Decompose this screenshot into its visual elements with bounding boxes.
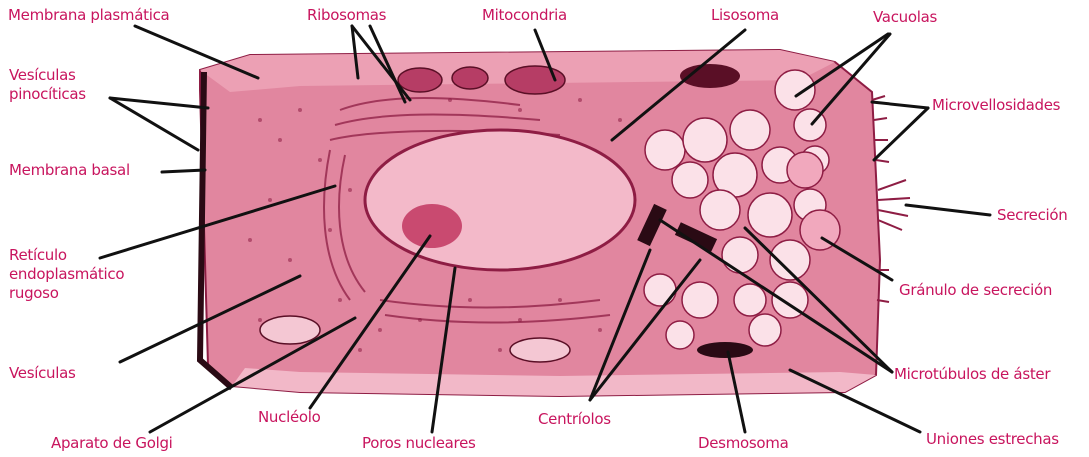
label-reticulo-line3: rugoso bbox=[9, 284, 159, 303]
label-desmosoma: Desmosoma bbox=[698, 434, 788, 453]
label-ribosomas: Ribosomas bbox=[307, 6, 386, 25]
line-microvellosidades-1 bbox=[872, 102, 928, 108]
line-membrana-plasmatica bbox=[135, 26, 258, 78]
label-secrecion: Secreción bbox=[997, 206, 1067, 225]
label-poros-nucleares: Poros nucleares bbox=[362, 434, 476, 453]
label-reticulo: Retículo endoplasmático rugoso bbox=[9, 246, 159, 303]
nuclear-envelope bbox=[365, 130, 635, 270]
label-microtubulos-aster: Microtúbulos de áster bbox=[894, 365, 1050, 384]
label-vesiculas-pinociticas: Vesículas pinocíticas bbox=[9, 66, 119, 104]
nucleus bbox=[365, 130, 635, 270]
label-microvellosidades: Microvellosidades bbox=[932, 96, 1060, 115]
label-vesiculas-pinociticas-line2: pinocíticas bbox=[9, 85, 119, 104]
nucleolus bbox=[402, 204, 462, 248]
line-membrana-basal bbox=[162, 170, 205, 172]
label-lisosoma: Lisosoma bbox=[711, 6, 779, 25]
label-uniones-estrechas: Uniones estrechas bbox=[926, 430, 1059, 449]
label-vesiculas-pinociticas-line1: Vesículas bbox=[9, 66, 119, 85]
label-reticulo-line2: endoplasmático bbox=[9, 265, 159, 284]
line-secrecion bbox=[906, 205, 990, 215]
label-centriolos: Centríolos bbox=[538, 410, 611, 429]
line-microvellosidades-2 bbox=[874, 108, 928, 160]
label-aparato-golgi: Aparato de Golgi bbox=[51, 434, 173, 453]
label-mitocondria: Mitocondria bbox=[482, 6, 567, 25]
label-membrana-plasmatica: Membrana plasmática bbox=[8, 6, 169, 25]
label-granulo-secrecion: Gránulo de secreción bbox=[899, 281, 1052, 300]
label-membrana-basal: Membrana basal bbox=[9, 161, 130, 180]
label-vacuolas: Vacuolas bbox=[873, 8, 937, 27]
label-vesiculas: Vesículas bbox=[9, 364, 76, 383]
desmosome-shape bbox=[697, 342, 753, 358]
label-nucleolo: Nucléolo bbox=[258, 408, 321, 427]
label-reticulo-line1: Retículo bbox=[9, 246, 159, 265]
